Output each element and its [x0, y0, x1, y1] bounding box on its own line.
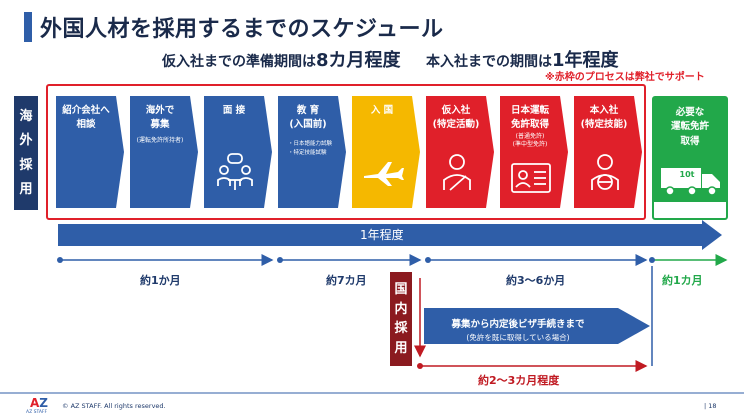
step-bullet: ・特定技能試験 [288, 150, 327, 157]
step-label: 運転免許 [670, 121, 709, 133]
subtitle-right-prefix: 本入社までの期間は [426, 54, 552, 70]
domestic-process-text: 募集から内定後ビザ手続きまで (免許を既に取得している場合) [428, 318, 608, 345]
domestic-char: 採 [394, 321, 408, 337]
page-title: 外国人材を採用するまでのスケジュール [40, 17, 444, 42]
step-label: 面 接 [222, 105, 246, 116]
subtitle-right-big: 1年程度 [552, 50, 619, 71]
step-sublabel: (運転免許所持者) [136, 136, 184, 144]
copyright-text: © AZ STAFF. All rights reserved. [62, 402, 166, 410]
worker-icon [443, 154, 471, 191]
step-label: 紹介会社へ [62, 105, 110, 116]
driver-icon [591, 154, 619, 190]
license-card-icon [511, 163, 551, 193]
step-provisional-entry: 仮入社 (特定活動) [426, 96, 494, 208]
subtitle-right: 本入社までの期間は1年程度 [426, 46, 619, 72]
step-entry: 入 国 [352, 96, 420, 208]
overseas-char: 採 [19, 157, 33, 173]
step-label: (特定活動) [432, 119, 480, 131]
one-year-period-label: 1年程度 [360, 228, 404, 242]
domestic-span-label: 約2〜3カ月程度 [478, 374, 560, 387]
truck-label: 10t [679, 170, 695, 179]
airplane-icon [364, 162, 404, 186]
step-label: 本入社 [589, 105, 619, 116]
logo-subtext: AZ STAFF [26, 410, 48, 415]
step-japanese-license: 日本運転免許取得(普通免許) (準中型免許) [500, 96, 568, 208]
step-label: 海外で [145, 105, 175, 116]
domestic-process-line1: 募集から内定後ビザ手続きまで [451, 319, 585, 330]
step-label: 必要な [675, 107, 705, 118]
company-logo: AZ [30, 396, 48, 410]
step-sublabel: (普通免許) (準中型免許) [512, 132, 548, 148]
license-acquisition-frame [652, 96, 728, 220]
step-consult-agency: 紹介会社へ相談 [56, 96, 124, 208]
logo-letter-z: Z [39, 396, 48, 410]
timeline-seg3-label: 約3〜6か月 [506, 274, 566, 287]
overseas-char: 用 [19, 182, 33, 198]
domestic-process-line2: (免許を既に取得している場合) [466, 333, 570, 343]
title-accent-bar [24, 12, 32, 42]
step-label: 入 国 [370, 105, 394, 116]
domestic-char: 国 [394, 282, 408, 298]
step-education: 教 育 (入国前) ・日本語能力試験・特定技能試験 [278, 96, 346, 208]
interview-icon [217, 153, 253, 190]
step-label: 免許取得 [510, 119, 549, 131]
step-formal-entry: 本入社 (特定技能) [574, 96, 642, 208]
step-label: 仮入社 [441, 105, 471, 116]
domestic-recruitment-label: 国 内 採 用 [390, 272, 412, 366]
timeline-seg4-label: 約1カ月 [662, 274, 703, 287]
step-label: 日本運転 [510, 105, 549, 116]
footer-divider [0, 392, 744, 394]
domestic-char: 用 [394, 340, 408, 356]
overseas-recruitment-label: 海 外 採 用 [14, 96, 38, 210]
step-interview: 面 接 [204, 96, 272, 208]
overseas-char: 外 [19, 133, 33, 149]
step-label: (入国前) [289, 119, 327, 131]
support-process-frame [46, 84, 646, 220]
step-label: (特定技能) [580, 119, 628, 131]
step-bullet: ・日本語能力試験 [288, 141, 333, 147]
overseas-char: 海 [19, 108, 33, 124]
subtitle-left-big: 8カ月程度 [316, 50, 401, 71]
step-label: 相談 [76, 119, 96, 131]
truck-icon [661, 168, 720, 196]
step-overseas-recruit: 海外で募集 (運転免許所持者) [130, 96, 198, 208]
step-required-license: 必要な運転免許取得 10t [654, 98, 726, 202]
subtitle-left-prefix: 仮入社までの準備期間は [162, 54, 316, 70]
support-note: ※赤枠のプロセスは弊社でサポート [545, 72, 705, 83]
timeline-seg2-label: 約7カ月 [326, 274, 367, 287]
step-label: 募集 [150, 119, 170, 131]
page-number: | 18 [704, 402, 717, 410]
subtitle-left: 仮入社までの準備期間は8カ月程度 [162, 46, 401, 72]
one-year-period-arrow [58, 220, 722, 250]
timeline-seg1-label: 約1か月 [140, 274, 181, 287]
step-label: 取得 [680, 135, 700, 147]
step-label: 教 育 [296, 105, 320, 116]
logo-letter-a: A [30, 396, 40, 410]
domestic-char: 内 [394, 301, 408, 317]
